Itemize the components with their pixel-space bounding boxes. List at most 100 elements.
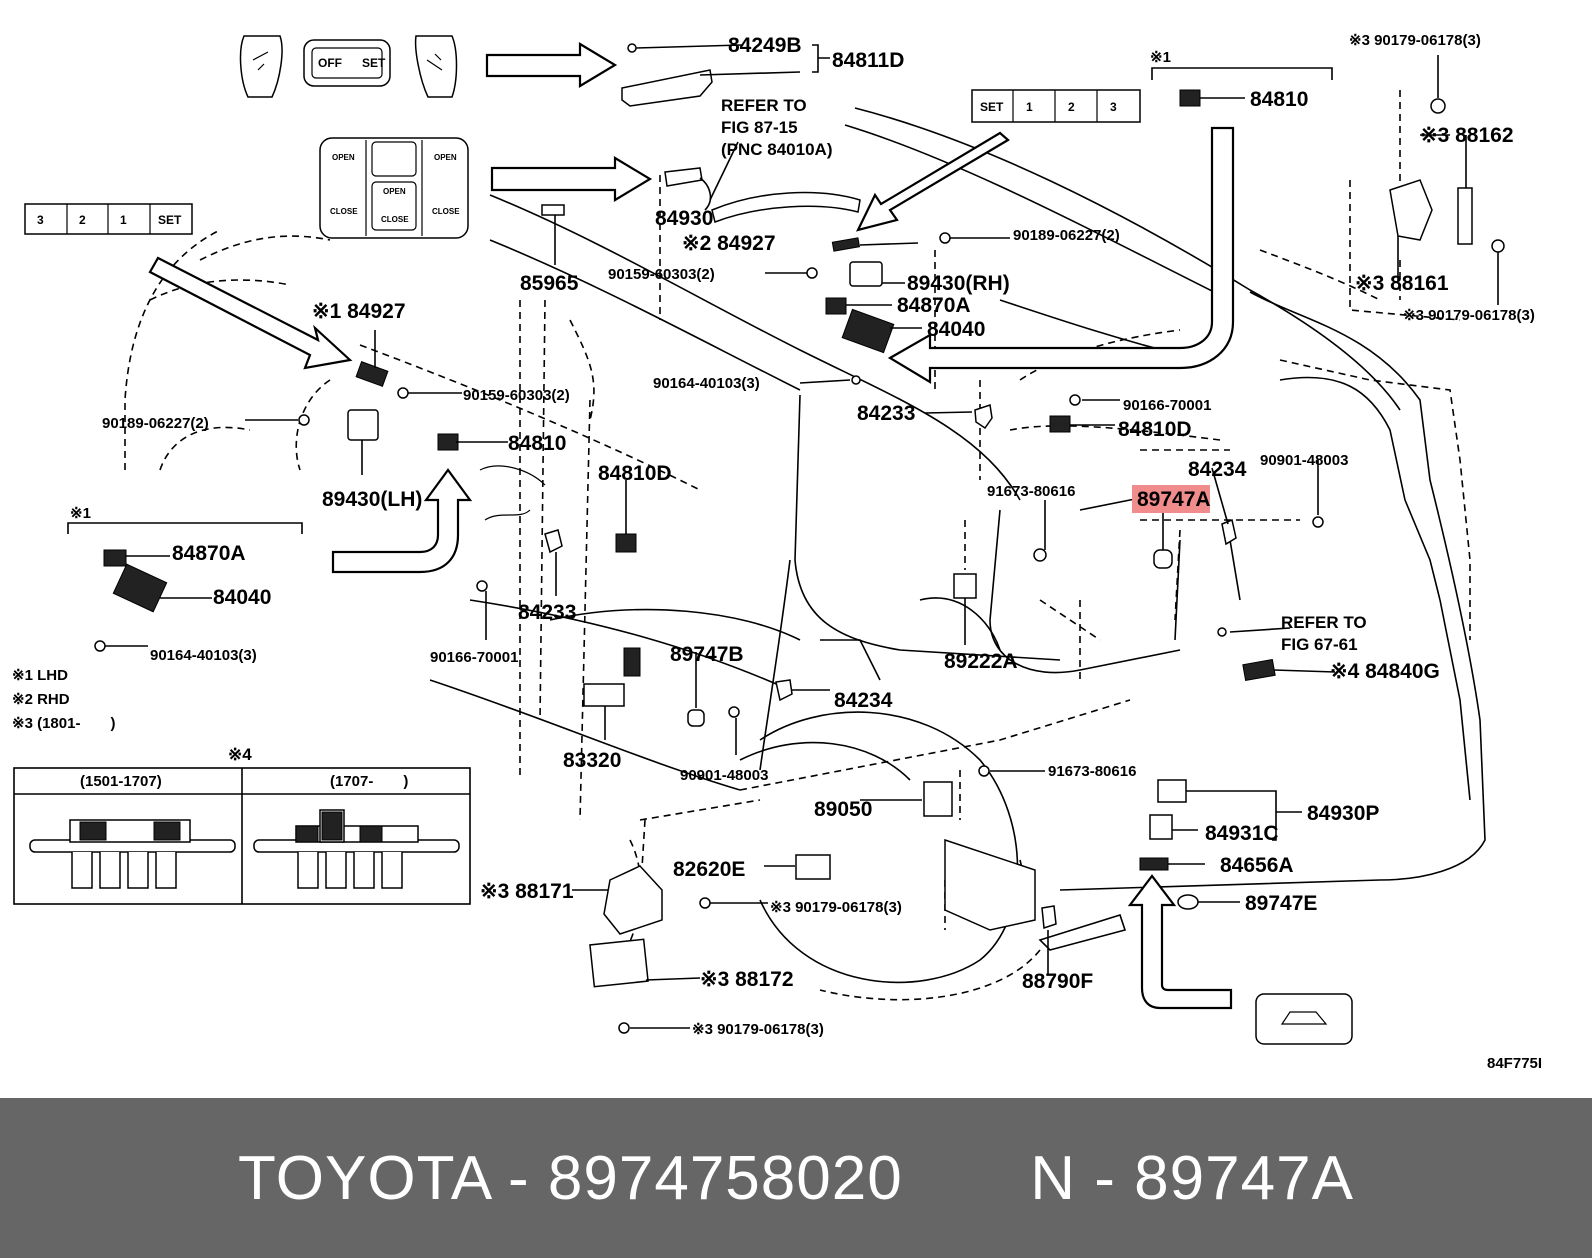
switch-84870A-b	[103, 549, 127, 567]
switch-84840G	[1242, 658, 1276, 682]
direction-arrows	[148, 42, 1235, 1010]
cover-85965	[541, 204, 565, 216]
label-89222A: 89222A	[944, 650, 1018, 673]
sensor-89430lh	[347, 409, 379, 441]
note-lhd: ※1 LHD	[12, 667, 68, 684]
open-label-right: OPEN	[434, 153, 457, 162]
components	[94, 43, 1505, 1034]
close-label-right: CLOSE	[432, 207, 460, 216]
clip-84234-a	[1221, 518, 1237, 546]
door-lock-switch-panel	[303, 39, 391, 87]
bumper-89747A	[1153, 549, 1173, 569]
label-84927-lhd: ※1 84927	[312, 300, 406, 323]
label-90164-b: 90164-40103(3)	[150, 647, 257, 664]
screw-90901-a	[1312, 516, 1324, 528]
switch-84810-b	[437, 433, 459, 451]
table-header: ※4	[228, 745, 252, 764]
switch-off-label: OFF	[318, 56, 342, 70]
set-label-left: SET	[158, 213, 182, 227]
label-84810-top: 84810	[1250, 88, 1308, 111]
screw-91673-a	[1033, 548, 1047, 562]
label-90189-b: 90189-06227(2)	[102, 415, 209, 432]
close-label-center: CLOSE	[381, 215, 409, 224]
mem2-label-left: 2	[79, 213, 86, 227]
label-refer-fig87-b: FIG 87-15	[721, 118, 798, 137]
screw-91673-b	[978, 765, 990, 777]
leader-lines	[67, 44, 1499, 1029]
nut-90179-d	[1491, 239, 1505, 253]
label-refer-fig87: REFER TO	[721, 96, 807, 115]
label-84233-a: 84233	[857, 402, 915, 425]
module-83320	[583, 683, 625, 707]
label-89050: 89050	[814, 798, 872, 821]
switch-84040-a	[841, 308, 895, 354]
nut-90179-b	[618, 1022, 630, 1034]
seat-memory-switch-right	[971, 89, 1141, 123]
label-90159-a: 90159-60303(2)	[608, 266, 715, 283]
label-refer-fig67: REFER TO	[1281, 613, 1367, 632]
label-84930: 84930	[655, 207, 713, 230]
label-84233-b: 84233	[518, 601, 576, 624]
arrow-to-84927-rhd	[855, 131, 1010, 232]
mem1-label-right: 1	[1026, 100, 1033, 114]
label-84810D-a: 84810D	[1118, 418, 1192, 441]
nut-90179-top	[1430, 98, 1446, 114]
label-84840G: ※4 84840G	[1330, 660, 1440, 683]
parts-diagram: OFF SET 3 2 1 SET OPEN CLOSE OPEN CLOSE …	[12, 32, 1543, 1072]
switch-variant-old	[29, 819, 236, 889]
slide-door-switch-panel	[319, 137, 469, 239]
open-label-left: OPEN	[332, 153, 355, 162]
nut-90179-a	[699, 897, 711, 909]
label-89747E: 89747E	[1245, 892, 1317, 915]
screw-90164-b	[94, 640, 106, 652]
set-label-right: SET	[980, 100, 1004, 114]
plate-88161	[1457, 187, 1473, 245]
label-89430lh: 89430(LH)	[322, 488, 422, 511]
label-84930P: 84930P	[1307, 802, 1379, 825]
bracket-88171	[603, 865, 663, 935]
label-84810-top-hdr: ※1	[1150, 49, 1171, 66]
close-label-left: CLOSE	[330, 207, 358, 216]
screw-90189-b	[298, 414, 310, 426]
variant-table: ※4 (1501-1707) (1707- )	[13, 745, 471, 905]
label-84927-rhd: ※2 84927	[682, 232, 776, 255]
label-box1-hdr: ※1	[70, 505, 91, 522]
note-rhd: ※2 RHD	[12, 691, 70, 708]
switch-84870A-a	[825, 297, 847, 315]
label-85965: 85965	[520, 272, 579, 295]
label-84870A-a: 84870A	[897, 294, 971, 317]
connector-84927-rhd	[831, 237, 861, 252]
screw-84840-ref	[1217, 627, 1227, 637]
bracket-89222A	[953, 573, 977, 599]
label-84870A-b: 84870A	[172, 542, 246, 565]
label-90166-b: 90166-70001	[430, 649, 518, 666]
label-90901-b: 90901-48003	[680, 767, 768, 784]
label-84234-b: 84234	[834, 689, 893, 712]
label-84249B: 84249B	[728, 34, 802, 57]
mem2-label-right: 2	[1068, 100, 1075, 114]
arrow-to-84656A	[1127, 874, 1233, 1010]
bumper-89747E	[1177, 894, 1199, 910]
screw-90166-b	[476, 580, 488, 592]
screw-90901-b	[728, 706, 740, 718]
label-88162: ※3 88162	[1420, 124, 1514, 147]
switch-84810-top	[1179, 89, 1201, 107]
switch-84810D-b	[615, 533, 637, 553]
label-89430rh: 89430(RH)	[907, 272, 1010, 295]
table-col-1501-1707: (1501-1707)	[80, 773, 162, 790]
label-84810D-b: 84810D	[598, 462, 672, 485]
label-91673-b: 91673-80616	[1048, 763, 1136, 780]
bracket-84811D	[621, 69, 713, 107]
label-90159-b: 90159-60303(2)	[463, 387, 570, 404]
label-88161: ※3 88161	[1355, 272, 1449, 295]
sensor-89430rh	[849, 261, 883, 287]
arrow-to-89430lh	[331, 468, 473, 574]
label-91673-a: 91673-80616	[987, 483, 1075, 500]
diagram-code: 84F775I	[1487, 1055, 1542, 1072]
clip-84234-b	[775, 679, 793, 702]
switch-variant-new	[253, 809, 460, 889]
label-90179-d: ※3 90179-06178(3)	[1403, 307, 1535, 324]
connector-84927-lhd	[355, 361, 389, 387]
clip-88790F	[1041, 905, 1057, 930]
assy-84010A	[711, 191, 861, 223]
